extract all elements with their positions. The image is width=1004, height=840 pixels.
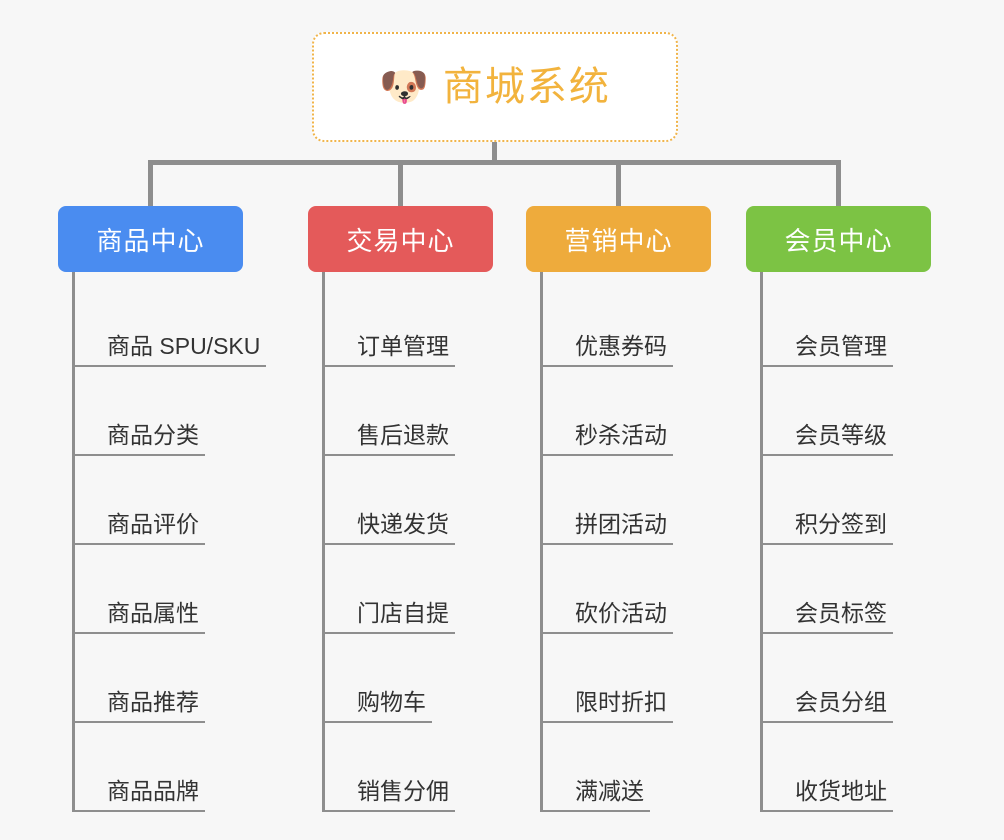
- leaf-label: 拼团活动: [543, 511, 673, 545]
- root-node[interactable]: 🐶 商城系统: [312, 32, 678, 142]
- list-item[interactable]: 收货地址: [763, 723, 931, 812]
- branch-label-2: 交易中心: [346, 225, 455, 256]
- connector-drop-1: [148, 160, 153, 208]
- list-item[interactable]: 砍价活动: [543, 545, 711, 634]
- list-item[interactable]: 满减送: [543, 723, 711, 812]
- list-item[interactable]: 会员管理: [763, 278, 931, 367]
- branch-product-center: 商品中心 商品 SPU/SKU 商品分类 商品评价 商品属性 商品推荐 商品品牌: [58, 206, 267, 812]
- list-item[interactable]: 商品品牌: [75, 723, 266, 812]
- leaf-label: 订单管理: [325, 333, 455, 367]
- leaf-label: 商品品牌: [75, 778, 205, 812]
- branch-member-center: 会员中心 会员管理 会员等级 积分签到 会员标签 会员分组 收货地址: [746, 206, 931, 812]
- branch-header-2[interactable]: 交易中心: [308, 206, 493, 272]
- list-item[interactable]: 商品分类: [75, 367, 266, 456]
- leaf-label: 会员分组: [763, 689, 893, 723]
- leaf-label: 会员标签: [763, 600, 893, 634]
- list-item[interactable]: 秒杀活动: [543, 367, 711, 456]
- connector-drop-3: [616, 160, 621, 208]
- leaf-label: 满减送: [543, 778, 650, 812]
- list-item[interactable]: 销售分佣: [325, 723, 493, 812]
- branch-trade-center: 交易中心 订单管理 售后退款 快递发货 门店自提 购物车 销售分佣: [308, 206, 493, 812]
- list-item[interactable]: 订单管理: [325, 278, 493, 367]
- leaf-label: 商品推荐: [75, 689, 205, 723]
- list-item[interactable]: 会员标签: [763, 545, 931, 634]
- leaf-label: 商品分类: [75, 422, 205, 456]
- leaf-label: 限时折扣: [543, 689, 673, 723]
- list-item[interactable]: 限时折扣: [543, 634, 711, 723]
- branch-label-4: 会员中心: [784, 225, 893, 256]
- list-item[interactable]: 会员等级: [763, 367, 931, 456]
- list-item[interactable]: 售后退款: [325, 367, 493, 456]
- list-item[interactable]: 快递发货: [325, 456, 493, 545]
- leaf-label: 收货地址: [763, 778, 893, 812]
- list-item[interactable]: 拼团活动: [543, 456, 711, 545]
- leaf-label: 门店自提: [325, 600, 455, 634]
- list-item[interactable]: 优惠券码: [543, 278, 711, 367]
- leaf-label: 售后退款: [325, 422, 455, 456]
- list-item[interactable]: 商品 SPU/SKU: [75, 278, 267, 367]
- list-item[interactable]: 会员分组: [763, 634, 931, 723]
- list-item[interactable]: 积分签到: [763, 456, 931, 545]
- leaf-label: 商品 SPU/SKU: [75, 333, 267, 367]
- list-item[interactable]: 购物车: [325, 634, 493, 723]
- leaf-label: 砍价活动: [543, 600, 673, 634]
- list-item[interactable]: 门店自提: [325, 545, 493, 634]
- root-title: 商城系统: [442, 65, 611, 109]
- leaf-label: 商品评价: [75, 511, 205, 545]
- connector-drop-2: [398, 160, 403, 208]
- list-item[interactable]: 商品推荐: [75, 634, 266, 723]
- leaf-label: 秒杀活动: [543, 422, 673, 456]
- leaf-label: 购物车: [325, 689, 432, 723]
- branch-header-3[interactable]: 营销中心: [526, 206, 711, 272]
- leaf-label: 优惠券码: [543, 333, 673, 367]
- list-item[interactable]: 商品属性: [75, 545, 266, 634]
- branch-header-1[interactable]: 商品中心: [58, 206, 243, 272]
- connector-drop-4: [836, 160, 841, 208]
- connector-horizontal-bar: [148, 160, 840, 165]
- leaf-label: 销售分佣: [325, 778, 455, 812]
- leaf-label: 积分签到: [763, 511, 893, 545]
- branch-list-1: 商品 SPU/SKU 商品分类 商品评价 商品属性 商品推荐 商品品牌: [72, 272, 267, 812]
- connector-stem: [492, 142, 497, 164]
- leaf-label: 会员等级: [763, 422, 893, 456]
- leaf-label: 会员管理: [763, 333, 893, 367]
- branch-header-4[interactable]: 会员中心: [746, 206, 931, 272]
- branch-list-4: 会员管理 会员等级 积分签到 会员标签 会员分组 收货地址: [760, 272, 931, 812]
- branch-marketing-center: 营销中心 优惠券码 秒杀活动 拼团活动 砍价活动 限时折扣 满减送: [526, 206, 711, 812]
- leaf-label: 快递发货: [325, 511, 455, 545]
- branch-label-3: 营销中心: [564, 225, 673, 256]
- dog-face-icon: 🐶: [379, 65, 429, 109]
- list-item[interactable]: 商品评价: [75, 456, 266, 545]
- branch-label-1: 商品中心: [96, 225, 205, 256]
- branch-list-2: 订单管理 售后退款 快递发货 门店自提 购物车 销售分佣: [322, 272, 493, 812]
- leaf-label: 商品属性: [75, 600, 205, 634]
- branch-list-3: 优惠券码 秒杀活动 拼团活动 砍价活动 限时折扣 满减送: [540, 272, 711, 812]
